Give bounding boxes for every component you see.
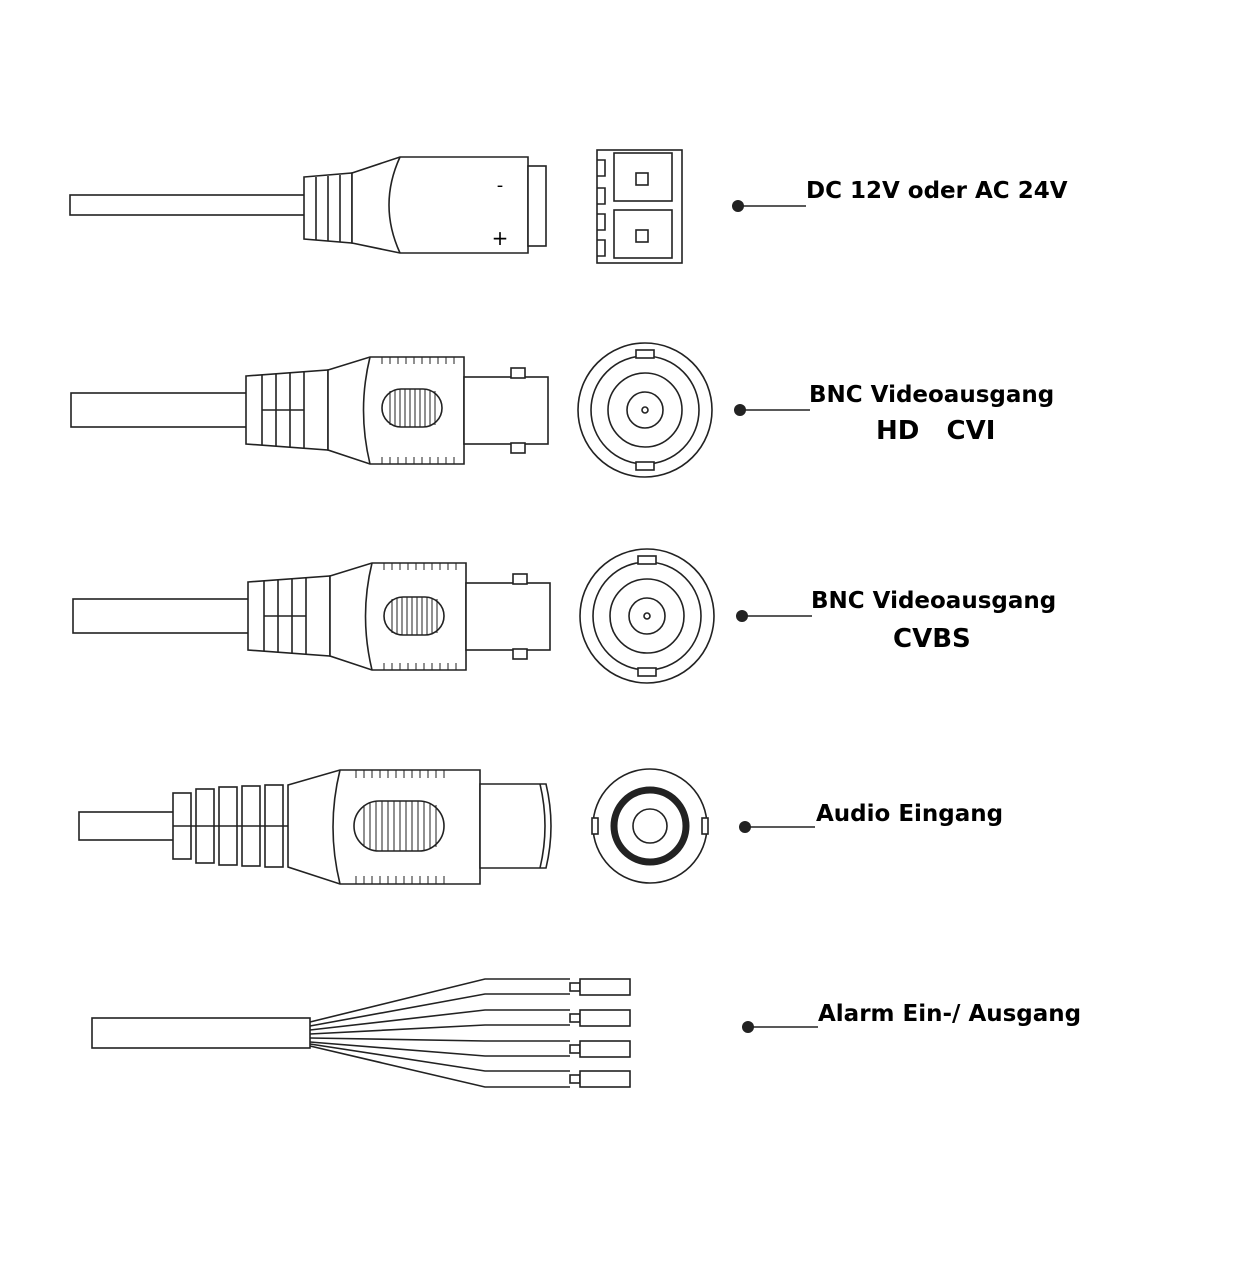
- bnc-cvbs-label: BNC Videoausgang: [811, 588, 1057, 614]
- power-callout: [732, 200, 806, 212]
- bnc-hdcvi-callout: [734, 404, 810, 416]
- plus-sign: +: [492, 226, 509, 250]
- minus-sign: -: [497, 175, 504, 196]
- bnc-cvbs-sublabel: CVBS: [893, 624, 971, 654]
- bnc-cvbs-connector-illustration: [72, 548, 715, 684]
- bnc-hdcvi-connector-illustration: [70, 342, 713, 478]
- power-label: DC 12V oder AC 24V: [806, 178, 1068, 204]
- alarm-wires-illustration: [91, 978, 631, 1088]
- alarm-callout: [742, 1021, 818, 1033]
- audio-callout: [739, 821, 815, 833]
- power-connector-illustration: - +: [69, 149, 683, 264]
- bnc-hdcvi-label: BNC Videoausgang: [809, 382, 1055, 408]
- audio-label: Audio Eingang: [816, 801, 1004, 827]
- bnc-cvbs-callout: [736, 610, 812, 622]
- audio-connector-illustration: [78, 768, 709, 885]
- alarm-label: Alarm Ein-/ Ausgang: [818, 1001, 1082, 1027]
- bnc-hdcvi-sublabel: HD CVI: [876, 416, 996, 446]
